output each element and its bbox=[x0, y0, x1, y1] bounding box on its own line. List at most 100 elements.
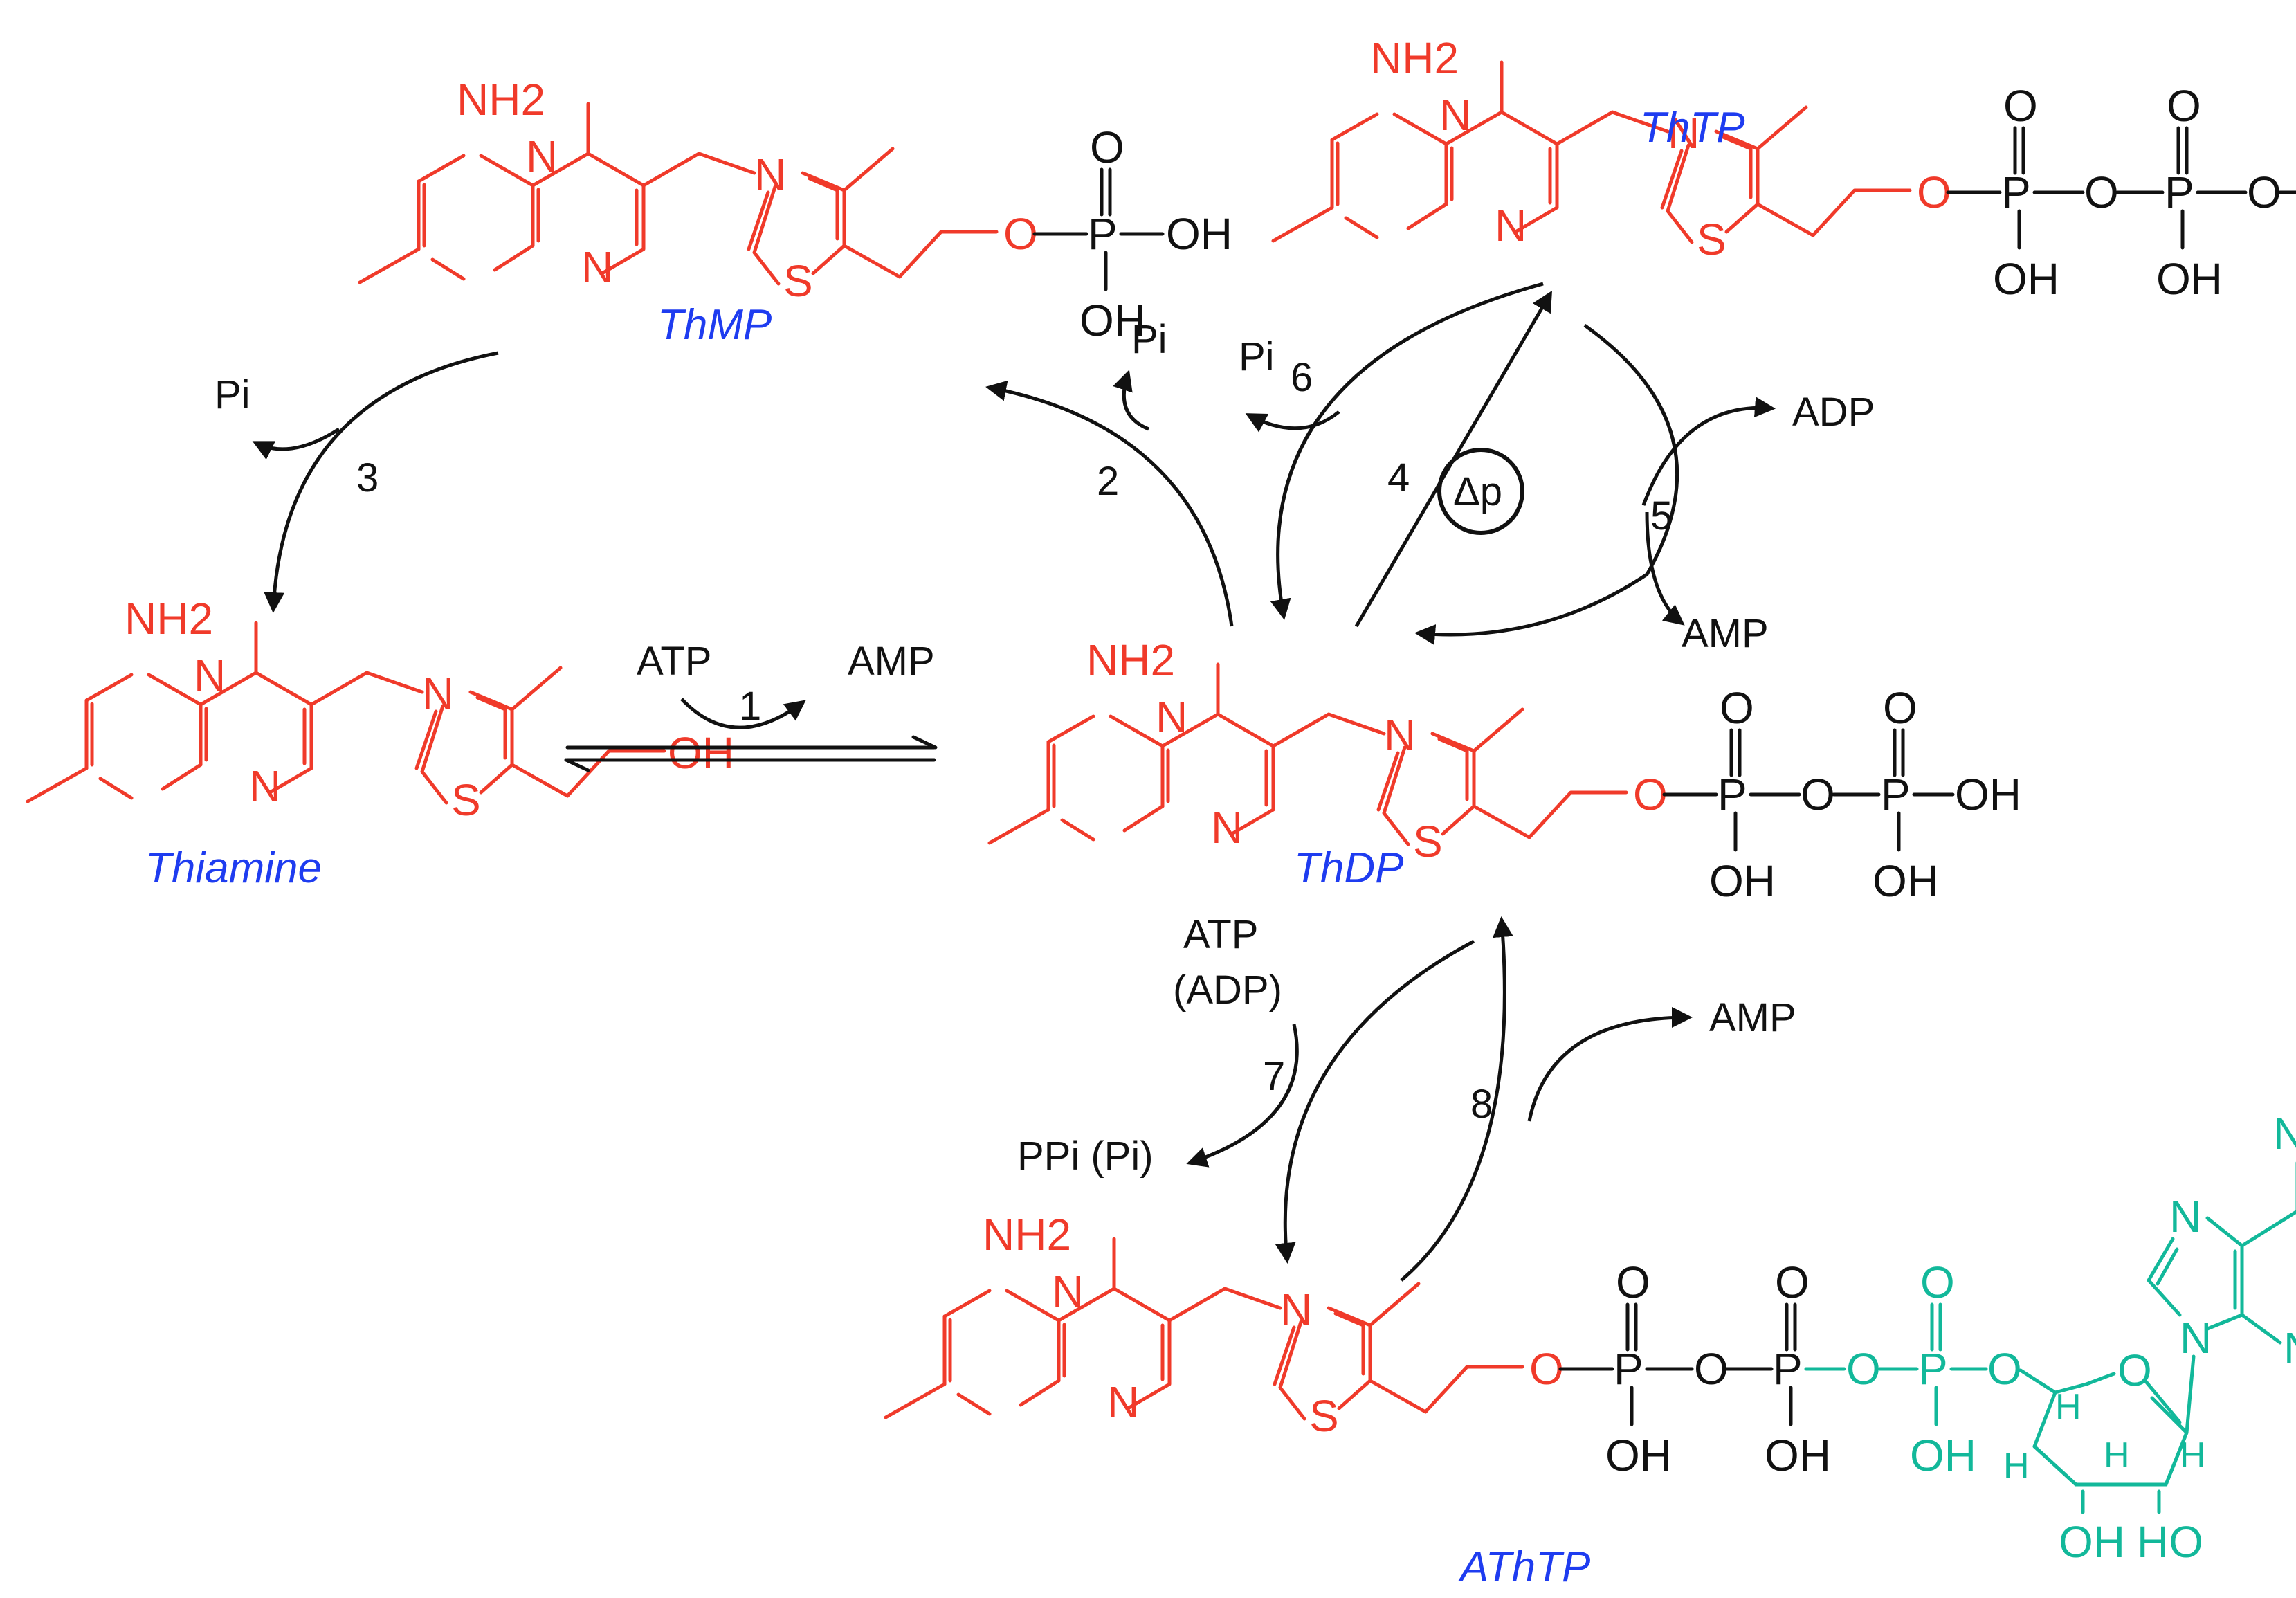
atom-label: NH2 bbox=[2273, 1109, 2296, 1159]
atom-label: P bbox=[2165, 167, 2194, 217]
reaction-8-arrow: AMP 8 bbox=[1400, 916, 1796, 1282]
atom-label: N bbox=[1156, 692, 1187, 742]
atom-label: N bbox=[526, 131, 558, 181]
atom-label: N bbox=[2169, 1192, 2201, 1242]
atom-label: O bbox=[1801, 770, 1835, 819]
atom-label: P bbox=[1718, 770, 1747, 819]
compound-name-thiamine: Thiamine bbox=[145, 844, 322, 892]
compound-name-athtp: AThTP bbox=[1457, 1543, 1590, 1591]
atom-label: N bbox=[422, 669, 454, 718]
atom-label: N bbox=[1495, 201, 1527, 251]
reaction-8-product: AMP bbox=[1709, 995, 1796, 1040]
atom-label: N bbox=[1107, 1377, 1139, 1427]
reaction-5-product: AMP bbox=[1682, 611, 1769, 656]
reaction-2-number: 2 bbox=[1097, 459, 1119, 504]
atom-label: H bbox=[2003, 1446, 2030, 1486]
atom-label: HO bbox=[2137, 1517, 2203, 1567]
atom-label: N bbox=[194, 651, 226, 700]
atom-label: P bbox=[1881, 770, 1911, 819]
atom-label: O bbox=[1633, 770, 1668, 819]
atom-label: O bbox=[1616, 1257, 1650, 1307]
reaction-7-substrate-alt: (ADP) bbox=[1173, 968, 1282, 1013]
reaction-3-arrow: Pi 3 bbox=[215, 351, 499, 613]
atom-label: NH2 bbox=[457, 75, 545, 125]
reaction-7-product: PPi (Pi) bbox=[1017, 1134, 1154, 1179]
reaction-8-number: 8 bbox=[1470, 1082, 1493, 1127]
atom-label: OH bbox=[2156, 254, 2223, 304]
atom-label: OH bbox=[1955, 770, 2021, 819]
thmp-structure: NH2 N N N S O P O OH OH bbox=[360, 75, 1232, 345]
atom-label: OH bbox=[2059, 1517, 2125, 1567]
atom-label: H bbox=[2180, 1435, 2206, 1476]
athtp-structure: NH2 N N N S O P O OH O P O OH O P O OH O… bbox=[886, 1109, 2296, 1567]
compound-name-thtp: ThTP bbox=[1640, 104, 1745, 152]
reaction-4-driver: Δp bbox=[1453, 469, 1502, 514]
thiamine-structure: NH2 N N N S OH bbox=[28, 594, 734, 825]
reaction-4-number: 4 bbox=[1387, 455, 1410, 500]
atom-label: O bbox=[2003, 81, 2038, 131]
atom-label: N bbox=[1211, 803, 1243, 853]
atom-label: N bbox=[1384, 710, 1416, 760]
atom-label: NH2 bbox=[1086, 635, 1175, 685]
atom-label: OH bbox=[1166, 209, 1232, 259]
atom-label: O bbox=[1694, 1344, 1729, 1394]
reaction-4-arrow: 4 Δp bbox=[1354, 290, 1553, 628]
atom-label: H bbox=[2055, 1387, 2081, 1427]
reaction-2-arrow: Pi 2 bbox=[985, 317, 1234, 627]
atom-label: OH bbox=[668, 728, 734, 778]
reaction-7-substrate: ATP bbox=[1183, 912, 1259, 957]
atom-label: N bbox=[249, 761, 281, 811]
atom-label: O bbox=[1090, 122, 1124, 172]
atom-label: O bbox=[1529, 1344, 1564, 1394]
atom-label: P bbox=[2001, 167, 2031, 217]
atom-label: P bbox=[1773, 1344, 1803, 1394]
atom-label: NH2 bbox=[983, 1210, 1071, 1260]
atom-label: S bbox=[1697, 215, 1726, 264]
atom-label: OH bbox=[1079, 296, 1146, 345]
atom-label: O bbox=[1003, 209, 1038, 259]
reaction-1-number: 1 bbox=[739, 684, 761, 729]
atom-label: OH bbox=[1605, 1431, 1672, 1480]
reaction-2-product: Pi bbox=[1131, 317, 1167, 362]
atom-label: O bbox=[1846, 1344, 1881, 1394]
atom-label: O bbox=[1987, 1344, 2022, 1394]
atom-label: P bbox=[1918, 1344, 1948, 1394]
atom-label: N bbox=[2284, 1323, 2296, 1373]
atom-label: O bbox=[2117, 1345, 2152, 1395]
atom-label: N bbox=[581, 242, 613, 292]
compound-name-thdp: ThDP bbox=[1294, 844, 1403, 892]
reaction-5-number: 5 bbox=[1650, 493, 1673, 538]
atom-label: NH2 bbox=[125, 594, 213, 644]
atom-label: O bbox=[2247, 167, 2281, 217]
atom-label: N bbox=[1280, 1284, 1312, 1334]
atom-label: OH bbox=[1709, 856, 1776, 906]
atom-label: O bbox=[1920, 1257, 1955, 1307]
atom-label: OH bbox=[1873, 856, 1939, 906]
atom-label: H bbox=[2104, 1435, 2130, 1476]
atom-label: S bbox=[1309, 1391, 1339, 1441]
atom-label: N bbox=[1668, 108, 1700, 158]
reaction-6-arrow: Pi 6 bbox=[1239, 282, 1544, 620]
atom-label: N bbox=[2180, 1313, 2212, 1363]
reaction-6-product: Pi bbox=[1239, 334, 1275, 379]
atom-label: O bbox=[1917, 167, 1951, 217]
atom-label: P bbox=[1088, 209, 1118, 259]
reaction-1-substrate: ATP bbox=[637, 639, 712, 684]
reaction-7-arrow: ATP (ADP) PPi (Pi) 7 bbox=[1017, 912, 1475, 1264]
atom-label: P bbox=[1614, 1344, 1643, 1394]
delta-p-circle bbox=[1437, 448, 1524, 535]
thtp-structure: NH2 N N N S O P O OH O P O OH O P O OH O… bbox=[1273, 33, 2296, 304]
atom-label: NH2 bbox=[1370, 33, 1459, 83]
atom-label: S bbox=[783, 256, 813, 306]
atom-label: OH bbox=[1765, 1431, 1831, 1480]
reaction-1-equilibrium-arrow: ATP AMP 1 bbox=[564, 639, 938, 772]
atom-label: N bbox=[1052, 1266, 1084, 1316]
reaction-7-number: 7 bbox=[1263, 1054, 1285, 1099]
compound-name-thmp: ThMP bbox=[657, 301, 772, 349]
reaction-5-arrow: ADP AMP 5 bbox=[1414, 323, 1875, 656]
reaction-3-number: 3 bbox=[356, 455, 379, 500]
atom-label: S bbox=[451, 775, 481, 825]
reaction-5-substrate: ADP bbox=[1792, 390, 1875, 435]
